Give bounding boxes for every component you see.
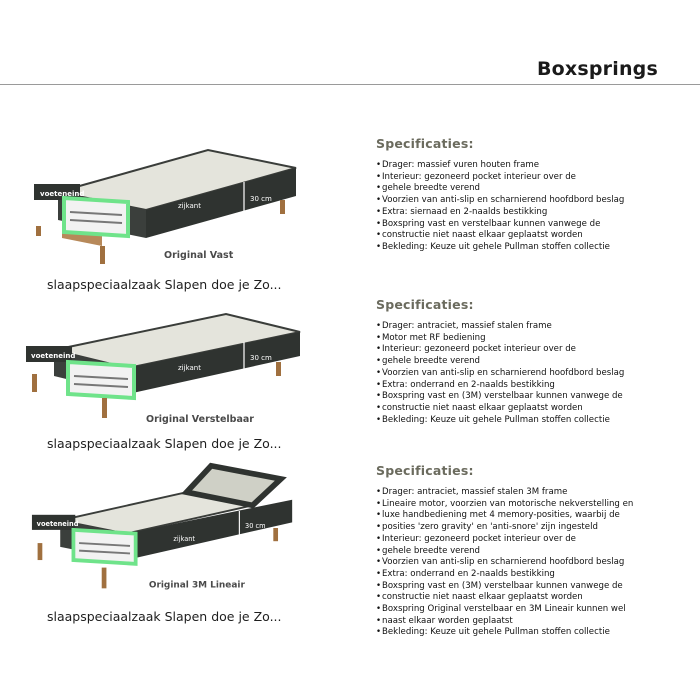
product-name: Original Vast	[164, 250, 234, 261]
spec-item: Extra: onderrand en 2-naalds bestikking	[376, 380, 676, 392]
spec-item: Boxspring vast en (3M) verstelbaar kunne…	[376, 581, 676, 593]
spec-item: Voorzien van anti-slip en scharnierend h…	[376, 195, 676, 207]
product-name: Original Verstelbaar	[146, 414, 254, 425]
spec-item: Bekleding: Keuze uit gehele Pullman stof…	[376, 627, 676, 639]
end-label: voeteneind	[37, 520, 79, 528]
end-label: voeteneind	[40, 190, 84, 198]
spec-item: Bekleding: Keuze uit gehele Pullman stof…	[376, 242, 676, 254]
bed-illustration-original-3m-lineair[interactable]: voeteneind zijkant 30 cm Original 3M Lin…	[18, 462, 308, 594]
bed-illustration-original-vast[interactable]: voeteneind zijkant 30 cm Original Vast	[18, 140, 308, 272]
spec-item: Drager: massief vuren houten frame	[376, 160, 676, 172]
spec-list: Drager: antraciet, massief stalen 3M fra…	[376, 487, 676, 639]
title-divider	[0, 84, 700, 85]
spec-item: constructie niet naast elkaar geplaatst …	[376, 230, 676, 242]
spec-item: posities 'zero gravity' en 'anti-snore' …	[376, 522, 676, 534]
spec-item: constructie niet naast elkaar geplaatst …	[376, 592, 676, 604]
spec-block-original-3m-lineair: Specificaties: Drager: antraciet, massie…	[376, 463, 676, 639]
spec-item: naast elkaar worden geplaatst	[376, 616, 676, 628]
spec-item: Lineaire motor, voorzien van motorische …	[376, 499, 676, 511]
spec-block-original-verstelbaar: Specificaties: Drager: antraciet, massie…	[376, 297, 676, 426]
spec-item: Extra: onderrand en 2-naalds bestikking	[376, 569, 676, 581]
bed-illustration-original-verstelbaar[interactable]: voeteneind zijkant 30 cm Original Verste…	[18, 306, 308, 438]
side-label: zijkant	[178, 364, 201, 372]
spec-item: Interieur: gezoneerd pocket interieur ov…	[376, 172, 676, 184]
spec-item: Boxspring Original verstelbaar en 3M Lin…	[376, 604, 676, 616]
image-caption[interactable]: slaapspeciaalzaak Slapen doe je Zo...	[47, 277, 282, 292]
spec-heading: Specificaties:	[376, 463, 474, 478]
spec-item: Drager: antraciet, massief stalen 3M fra…	[376, 487, 676, 499]
image-caption[interactable]: slaapspeciaalzaak Slapen doe je Zo...	[47, 436, 282, 451]
side-label: zijkant	[173, 535, 195, 543]
spec-item: constructie niet naast elkaar geplaatst …	[376, 403, 676, 415]
end-label: voeteneind	[31, 352, 75, 360]
spec-block-original-vast: Specificaties: Drager: massief vuren hou…	[376, 136, 676, 254]
spec-item: Interieur: gezoneerd pocket interieur ov…	[376, 534, 676, 546]
spec-item: gehele breedte verend	[376, 183, 676, 195]
spec-heading: Specificaties:	[376, 297, 474, 312]
spec-item: Voorzien van anti-slip en scharnierend h…	[376, 557, 676, 569]
spec-item: Bekleding: Keuze uit gehele Pullman stof…	[376, 415, 676, 427]
spec-item: Boxspring vast en verstelbaar kunnen van…	[376, 219, 676, 231]
image-caption[interactable]: slaapspeciaalzaak Slapen doe je Zo...	[47, 609, 282, 624]
spec-item: Interieur: gezoneerd pocket interieur ov…	[376, 344, 676, 356]
spec-item: gehele breedte verend	[376, 356, 676, 368]
spec-item: Motor met RF bediening	[376, 333, 676, 345]
height-label: 30 cm	[250, 195, 272, 203]
boxspring-fixed-illustration-icon: voeteneind zijkant 30 cm Original Vast	[34, 148, 297, 264]
spec-item: Drager: antraciet, massief stalen frame	[376, 321, 676, 333]
page-title: Boxsprings	[536, 58, 658, 80]
product-name: Original 3M Lineair	[149, 580, 246, 590]
boxspring-adjustable-illustration-icon: voeteneind zijkant 30 cm Original Verste…	[26, 312, 301, 425]
spec-item: Boxspring vast en (3M) verstelbaar kunne…	[376, 391, 676, 403]
spec-heading: Specificaties:	[376, 136, 474, 151]
spec-item: Extra: siernaad en 2-naalds bestikking	[376, 207, 676, 219]
side-label: zijkant	[178, 202, 201, 210]
spec-list: Drager: antraciet, massief stalen frame …	[376, 321, 676, 426]
spec-list: Drager: massief vuren houten frame Inter…	[376, 160, 676, 254]
spec-item: luxe handbediening met 4 memory-posities…	[376, 510, 676, 522]
boxspring-3m-lineair-illustration-icon: voeteneind zijkant 30 cm Original 3M Lin…	[31, 462, 293, 590]
height-label: 30 cm	[250, 354, 272, 362]
spec-item: gehele breedte verend	[376, 546, 676, 558]
height-label: 30 cm	[245, 522, 266, 530]
spec-item: Voorzien van anti-slip en scharnierend h…	[376, 368, 676, 380]
